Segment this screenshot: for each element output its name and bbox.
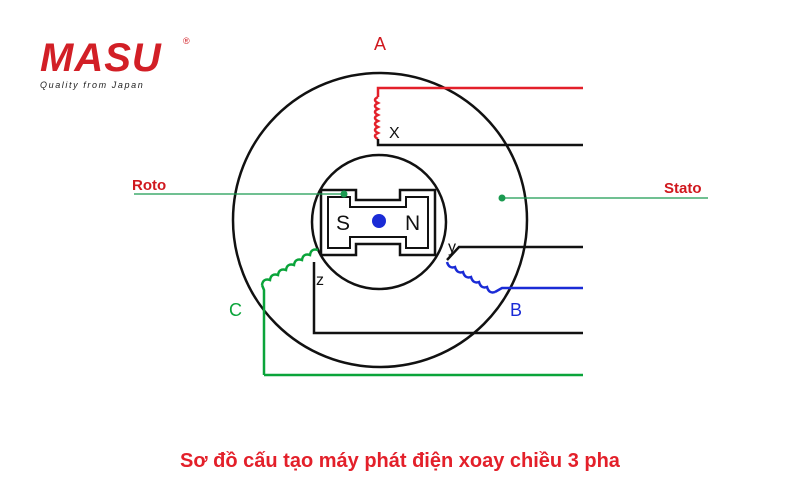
end-z-label: z — [316, 272, 324, 289]
stator-circle — [231, 71, 529, 369]
phase-c-label: C — [229, 300, 242, 320]
phase-c-return — [312, 262, 583, 335]
diagram-caption: Sơ đồ cấu tạo máy phát điện xoay chiều 3… — [180, 450, 620, 472]
logo-tagline: Quality from Japan — [40, 80, 145, 90]
phase-b-lead — [494, 286, 583, 294]
phase-a-return — [376, 139, 583, 147]
phase-a-coil — [373, 95, 381, 141]
stator-pointer-dot — [498, 194, 506, 202]
phase-c-stem — [260, 284, 266, 375]
rotor-shaft — [372, 214, 386, 228]
rotor-magnet — [319, 188, 437, 257]
phase-b-label: B — [510, 300, 522, 320]
rotor-circle — [310, 153, 448, 291]
rotor-magnet-inner — [327, 196, 429, 249]
phase-c-coil — [260, 248, 319, 286]
stator-label: Stato — [664, 180, 702, 197]
masu-logo: MASU ® Quality from Japan — [38, 36, 198, 96]
registered-mark: ® — [183, 36, 190, 46]
pole-s-label: S — [336, 212, 350, 235]
phase-a-lead — [376, 86, 583, 97]
rotor-pointer-dot — [340, 190, 348, 198]
end-y-label: y — [448, 239, 456, 256]
end-x-label: X — [389, 125, 400, 142]
phase-b-return — [446, 245, 583, 261]
phase-b-coil — [445, 261, 496, 294]
phase-a-label: A — [374, 34, 386, 54]
pole-n-label: N — [405, 212, 420, 235]
logo-wordmark: MASU — [40, 36, 162, 80]
rotor-label: Roto — [132, 177, 166, 194]
